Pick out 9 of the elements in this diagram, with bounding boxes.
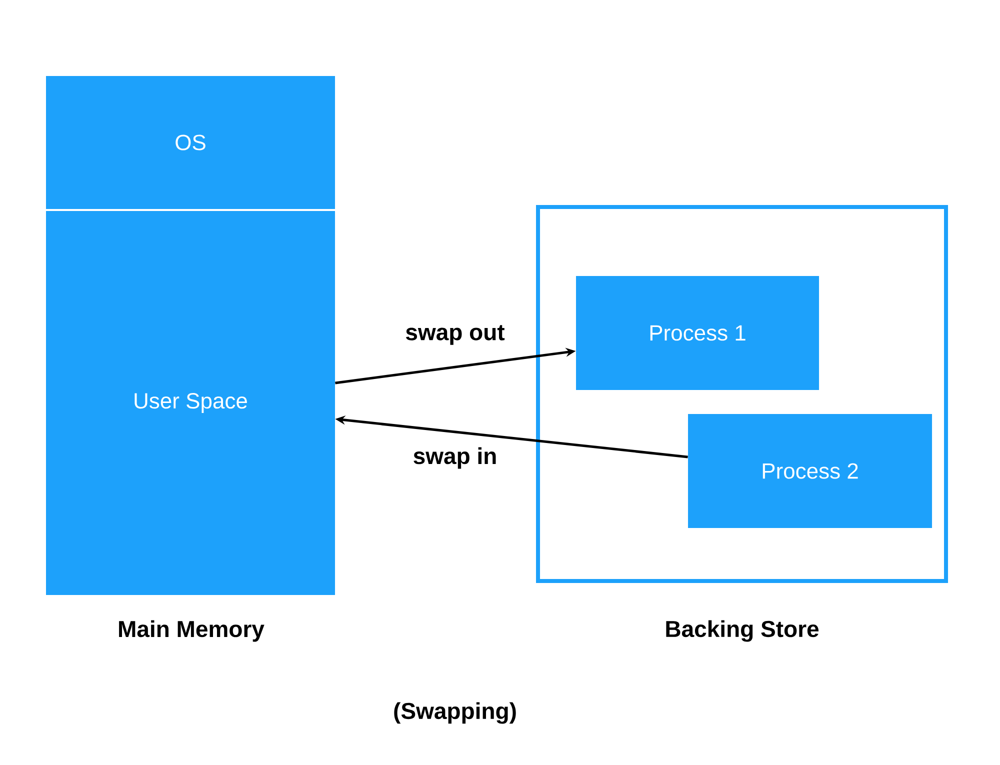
memory-block: OS [46,76,335,209]
edge-label: swap in [414,447,496,469]
memory-block: User Space [46,211,335,595]
memory-label: Main Memory [119,620,264,642]
process-box: Process 2 [688,414,932,528]
node-label: Backing Store [666,620,819,642]
process-box: Process 1 [576,276,819,390]
caption: (Swapping) [394,702,516,724]
edge-label: swap out [406,325,505,345]
